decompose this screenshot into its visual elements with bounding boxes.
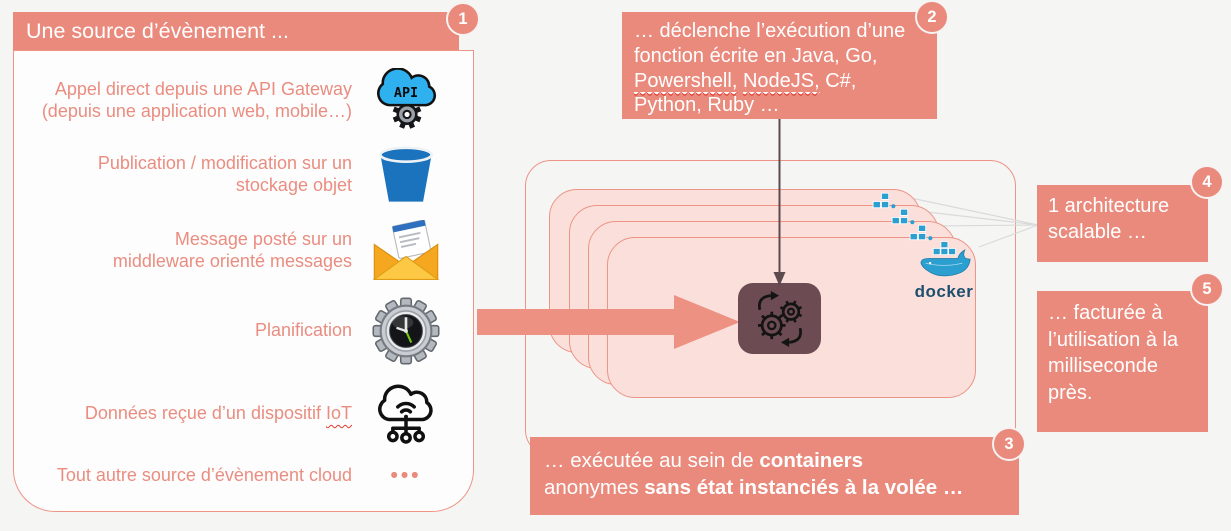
docker-whale-icon	[920, 241, 971, 277]
event-source-label: Message posté sur un middleware orienté …	[112, 229, 352, 271]
iot-device-icon	[360, 380, 452, 448]
docker-container-icon	[909, 224, 933, 241]
api-icon-label: API	[394, 86, 418, 101]
docker-wordmark: docker	[914, 282, 974, 301]
trigger-connector-arrow	[773, 117, 786, 286]
list-item: Données reçue d’un dispositif IoT	[28, 378, 452, 450]
step-1-badge: 1	[446, 2, 480, 36]
schedule-clock-icon	[360, 293, 452, 369]
list-item: Message posté sur un middleware orienté …	[28, 214, 452, 288]
scalability-fan-lines	[891, 193, 1039, 248]
event-source-label: Données reçue d’un dispositif IoT	[84, 403, 352, 424]
list-item: Appel direct depuis une API Gateway (dep…	[28, 58, 452, 144]
step-4-badge: 4	[1190, 165, 1224, 199]
ellipsis-icon: •••	[360, 464, 452, 488]
step-3-badge: 3	[992, 427, 1026, 461]
list-item: Publication / modification sur un stocka…	[28, 140, 452, 210]
event-source-label: Tout autre source d’évènement cloud	[56, 465, 352, 486]
event-source-panel-title: Une source d’évènement ...	[13, 12, 459, 50]
message-envelope-icon	[360, 220, 452, 282]
object-storage-bucket-icon	[360, 145, 452, 205]
ellipsis-glyph: •••	[390, 464, 422, 487]
event-source-label: Appel direct depuis une API Gateway (dep…	[41, 79, 352, 121]
list-item: Planification	[28, 290, 452, 372]
trigger-description-box: … déclenche l’exécution d’une fonction é…	[622, 12, 937, 119]
event-source-label: Planification	[254, 320, 352, 341]
event-source-label: Publication / modification sur un stocka…	[97, 153, 352, 195]
function-runtime-box	[738, 283, 821, 354]
billing-description-box: … facturée à l’utilisation à la millisec…	[1037, 291, 1208, 432]
scalable-architecture-box: 1 architecture scalable …	[1037, 185, 1208, 262]
event-flow-arrow	[477, 295, 740, 349]
step-5-badge: 5	[1190, 272, 1224, 306]
list-item: Tout autre source d’évènement cloud •••	[28, 450, 452, 502]
api-gateway-icon: API	[360, 68, 452, 134]
step-2-badge: 2	[915, 0, 949, 34]
docker-container-icon	[872, 192, 896, 209]
function-gears-icon	[757, 290, 802, 347]
docker-container-icon	[891, 208, 915, 225]
containers-description-box: … exécutée au sein de containers anonyme…	[530, 437, 1019, 515]
docker-logo: docker	[910, 240, 978, 302]
